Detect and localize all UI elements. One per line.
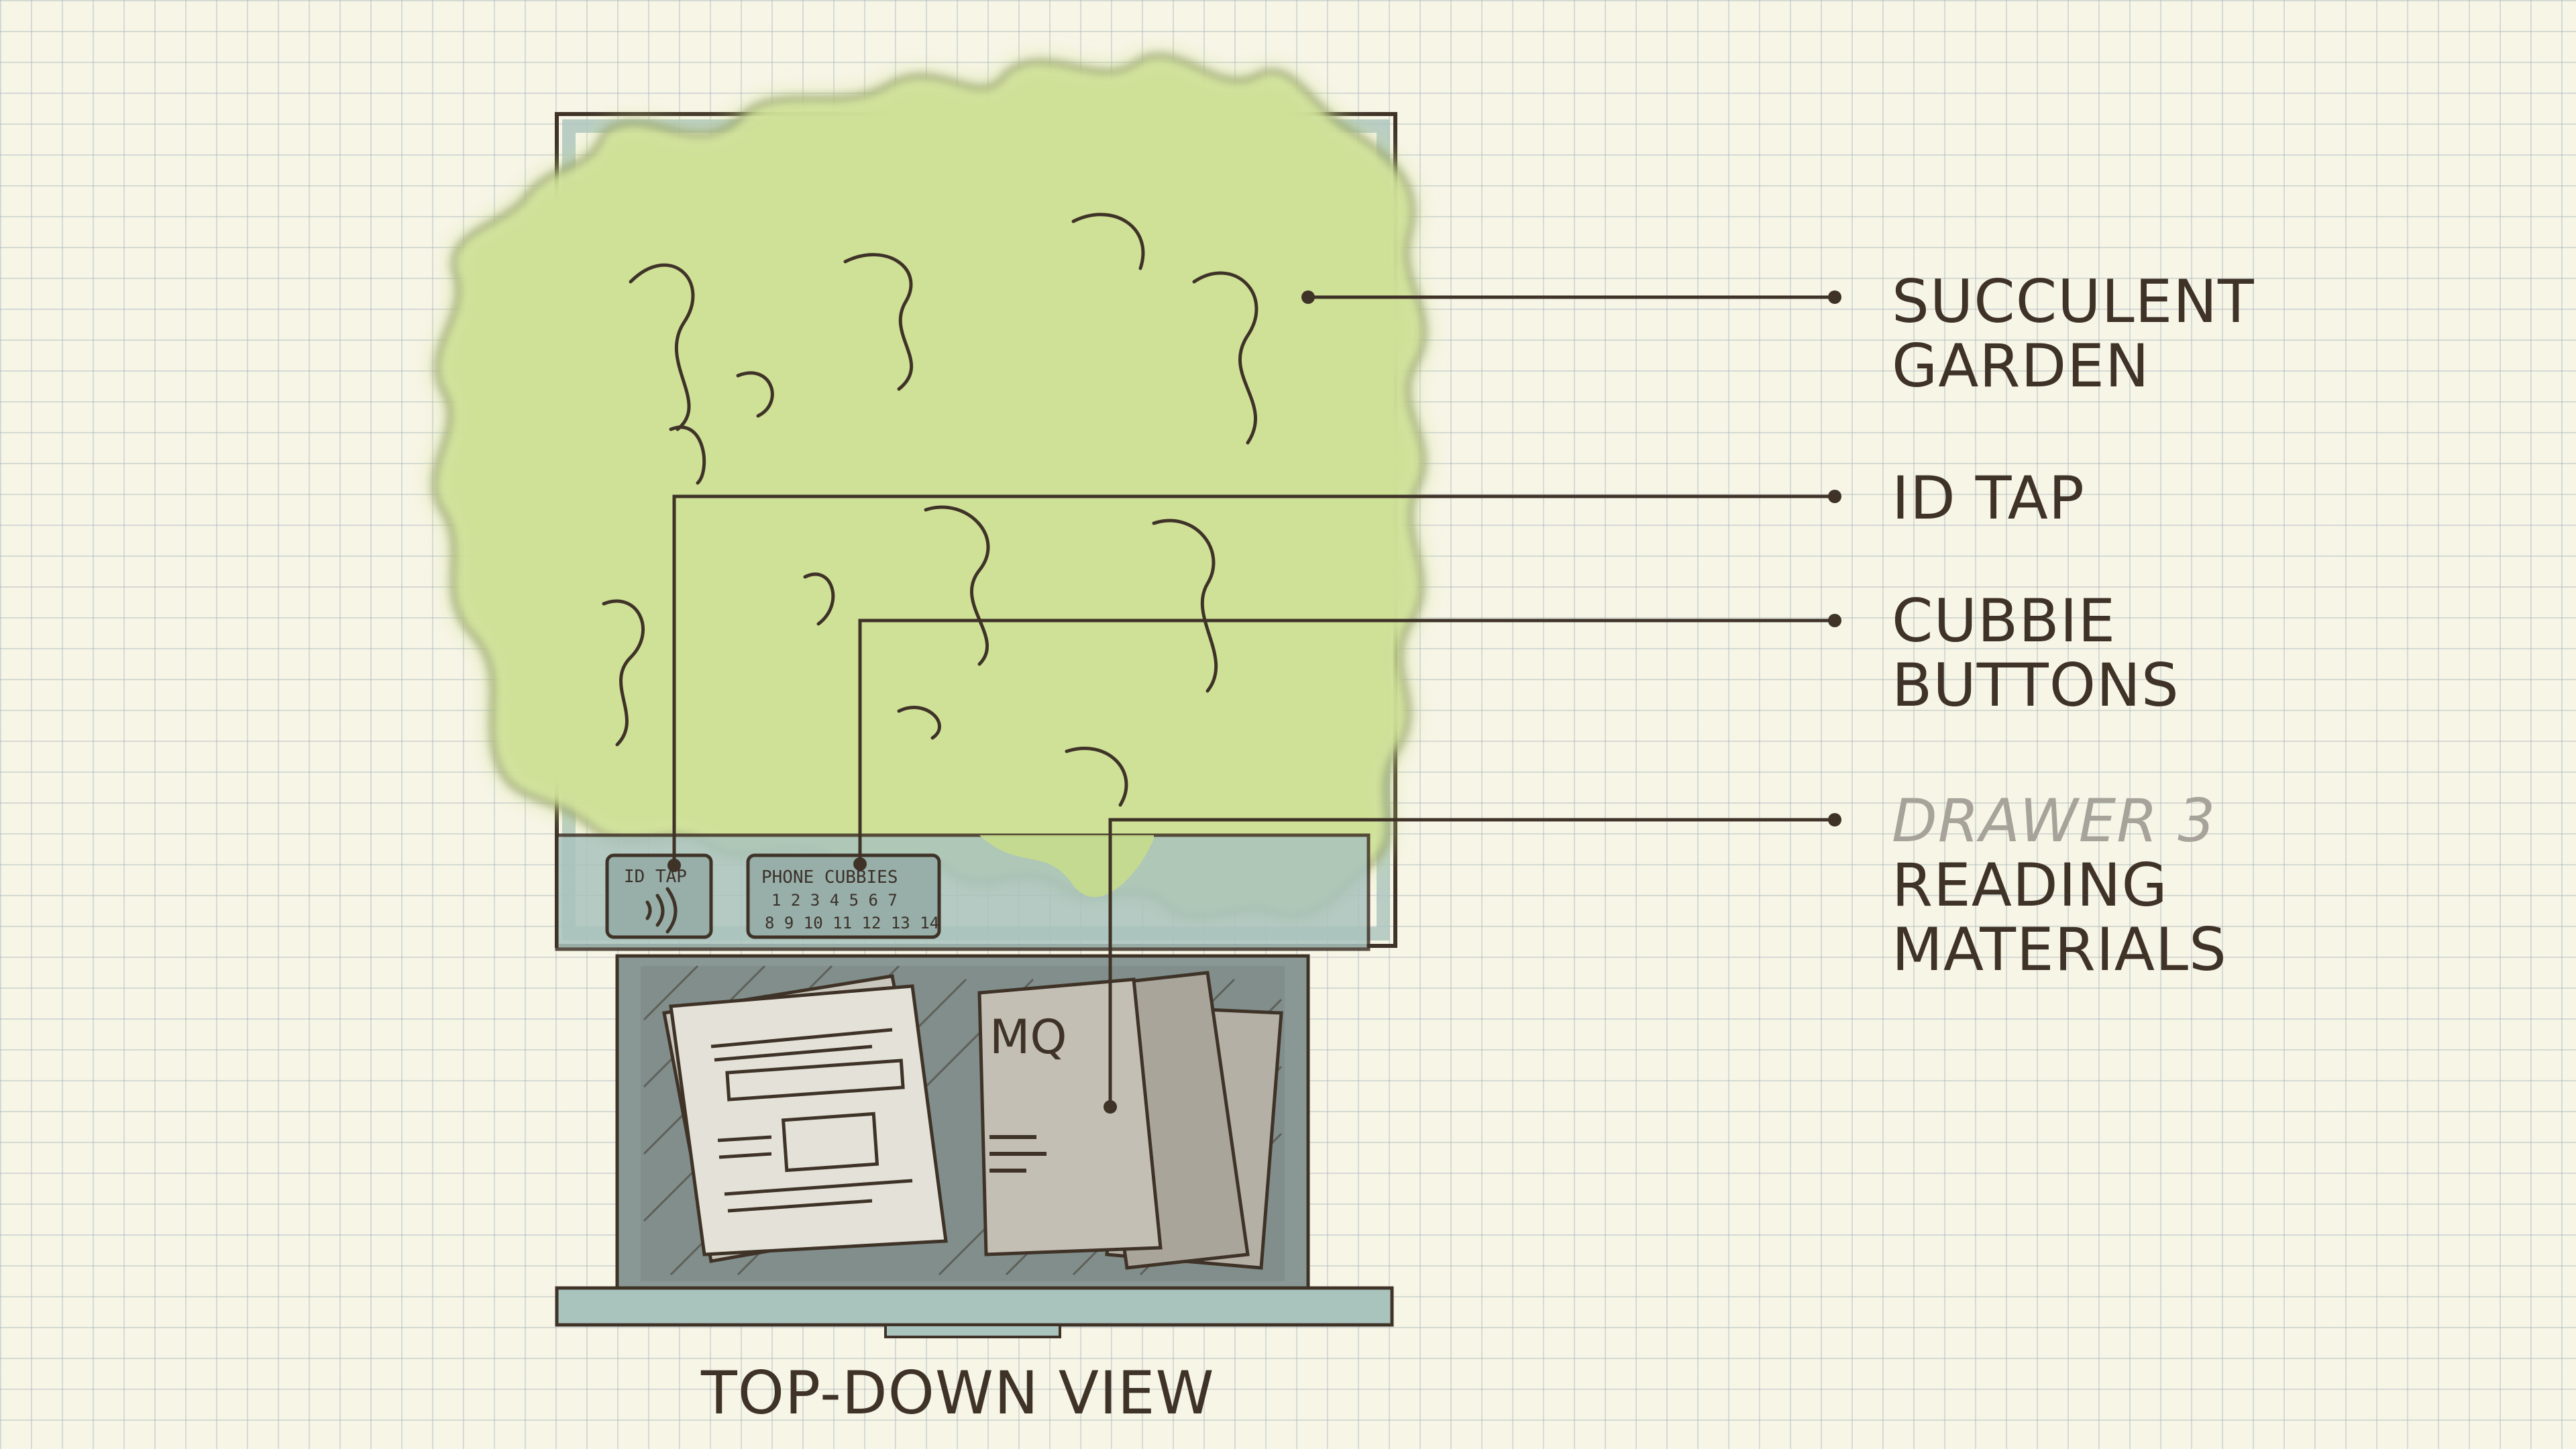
callout-succulent-line-2: GARDEN [1892,331,2150,400]
callout-id-tap-line: ID TAP [1892,464,2085,533]
drawer-front-rail [555,1286,1394,1327]
callout-id-tap: ID TAP [1892,466,2085,531]
cubbies-row-1: 1 2 3 4 5 6 7 [771,891,898,910]
magazine-stack: MQ [977,971,1283,1270]
callout-drawer-title: DRAWER 3 [1892,786,2216,855]
drawer-handle [884,1324,1061,1338]
callout-cubbie-buttons: CUBBIE BUTTONS [1892,589,2180,718]
callout-succulent-line-1: SUCCULENT [1892,267,2255,336]
cubbie-buttons-pad [746,853,941,939]
leader-drawer [1108,818,1835,1107]
leader-lines [672,295,1835,1107]
callout-cubbie-line-2: BUTTONS [1892,651,2180,720]
magazine-cover-text: MQ [989,1010,1067,1065]
succulent-foliage [433,54,1426,918]
contactless-icon [645,887,678,934]
callout-drawer-line-1: READING [1892,851,2168,920]
leader-id-tap [672,494,1835,865]
leader-cubbie [858,619,1835,864]
callout-succulent-garden: SUCCULENT GARDEN [1892,270,2255,398]
leader-dots [667,290,1841,1114]
cubbies-title: PHONE CUBBIES [761,867,898,888]
cubbies-row-2: 8 9 10 11 12 13 14 [765,914,939,932]
callout-drawer-3: DRAWER 3 READING MATERIALS [1892,789,2227,982]
callout-cubbie-line-1: CUBBIE [1892,586,2116,655]
control-panel-band: ID TAP PHONE CUBBIES 1 2 3 4 5 6 7 8 9 1… [555,833,1371,951]
view-caption: TOP-DOWN VIEW [701,1358,1215,1428]
newspaper [662,974,948,1263]
callout-drawer-line-2: MATERIALS [1892,915,2227,984]
